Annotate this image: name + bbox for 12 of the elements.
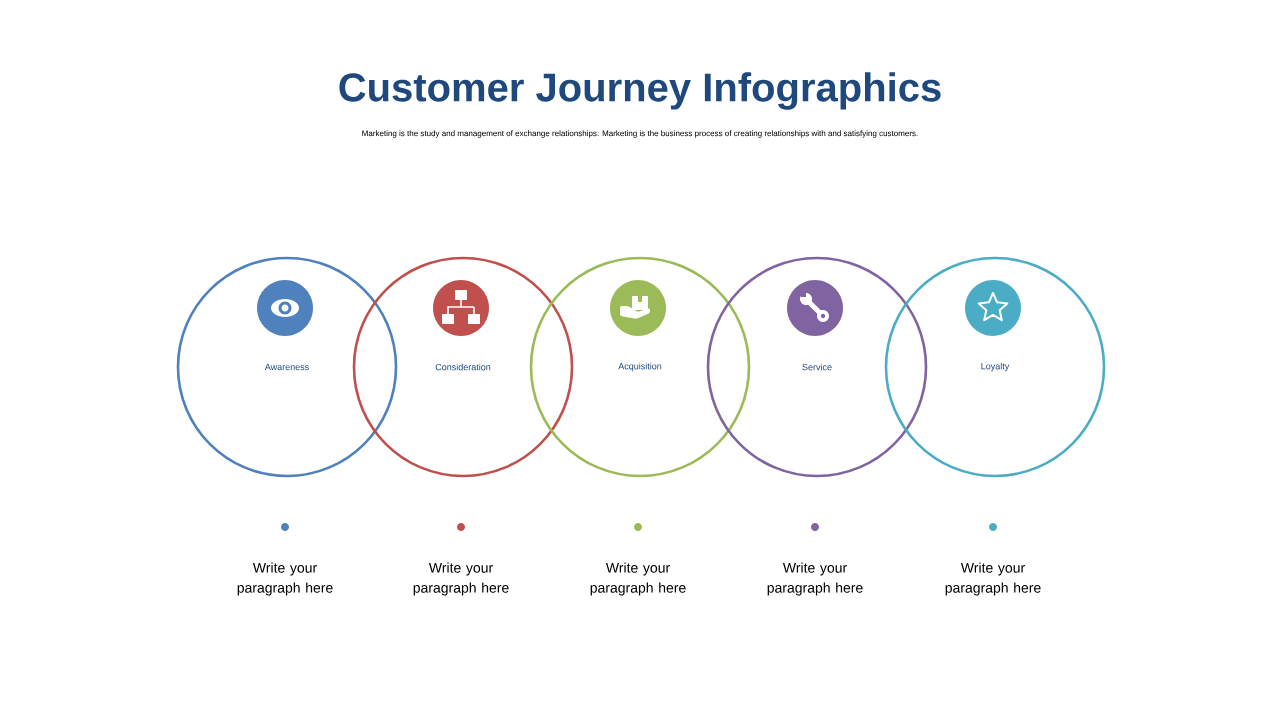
ring: Service [706,256,928,478]
ring: Awareness [176,256,398,478]
title: Customer Journey Infographics [339,72,941,110]
paragraph-text: Write your paragraph here [237,562,333,596]
subtitle: Marketing is the study and management of exchange relationships. Marketing is the business process of creating relationships with and satisfying customers. [362,130,918,138]
ring: Acquisition [529,256,751,478]
paragraph-text: Write your paragraph here [590,562,686,596]
paragraph-text: Write your paragraph here [767,562,863,596]
ring: Loyalty [884,256,1106,478]
paragraph-text: Write your paragraph here [945,562,1041,596]
ring: Consideration [352,256,574,478]
paragraph-text: Write your paragraph here [413,562,509,596]
